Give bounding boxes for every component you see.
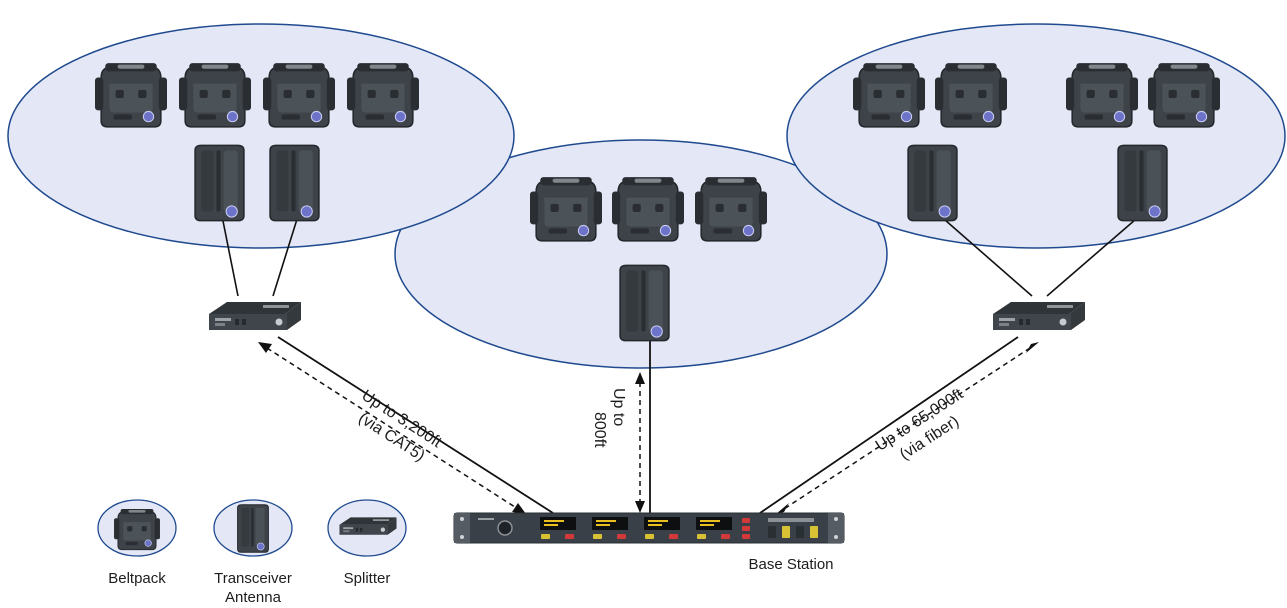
beltpack-icon: [179, 63, 251, 128]
antenna-cables: [221, 212, 1144, 297]
link-right: Up to 65,000ft (via fiber): [759, 336, 1039, 514]
arrowhead-icon: [258, 342, 272, 353]
channel-display: [592, 517, 628, 539]
arrowhead-icon: [635, 372, 645, 384]
channel-display: [696, 517, 732, 539]
legend-label-transceiver: Transceiver: [214, 570, 292, 587]
cable-line: [272, 215, 299, 297]
arrowhead-icon: [512, 503, 526, 514]
arrowhead-icon: [635, 501, 645, 513]
transceiver-antenna-icon: [907, 144, 958, 222]
legend-label-antenna: Antenna: [225, 589, 282, 606]
legend-label-beltpack: Beltpack: [108, 570, 166, 587]
channel-display: [540, 517, 576, 539]
beltpack-icon: [347, 63, 419, 128]
trunk-cable-line: [277, 336, 554, 514]
legend-item-splitter: Splitter: [327, 499, 407, 587]
beltpack-icon: [853, 63, 925, 128]
link-left: Up to 3,200ft (via CAT5): [258, 336, 554, 514]
transceiver-antenna-icon: [619, 264, 670, 342]
range-arrow-line: [783, 347, 1031, 510]
beltpack-icon: [263, 63, 335, 128]
splitter-icon: [993, 302, 1085, 330]
beltpack-icon: [935, 63, 1007, 128]
splitter-icon: [339, 517, 397, 535]
range-arrow-line: [266, 347, 519, 510]
arrowhead-icon: [776, 503, 789, 514]
beltpack-icon: [1066, 63, 1138, 128]
rack-base-station-icon: [453, 512, 845, 544]
legend-item-beltpack: Beltpack: [97, 499, 177, 587]
cable-line: [1046, 212, 1144, 297]
beltpack-icon: [95, 63, 167, 128]
legend: Beltpack Transceiver Antenna Splitter: [97, 499, 407, 606]
beltpack-icon: [530, 177, 602, 242]
trunk-cable-line: [759, 336, 1019, 514]
zone-left: [7, 23, 515, 249]
link-medium-label: 800ft: [591, 412, 608, 448]
link-distance-label: Up to: [610, 388, 627, 426]
coverage-ellipse: [786, 23, 1286, 249]
transceiver-antenna-icon: [1117, 144, 1168, 222]
arrowhead-icon: [1026, 342, 1039, 353]
beltpack-icon: [1148, 63, 1220, 128]
transceiver-antenna-icon: [237, 504, 269, 553]
zone-right: [786, 23, 1286, 249]
cable-line: [221, 215, 239, 297]
legend-item-transceiver-antenna: Transceiver Antenna: [213, 499, 293, 606]
splitter-icon: [209, 302, 301, 330]
transceiver-antenna-icon: [194, 144, 245, 222]
link-center: Up to 800ft: [591, 338, 651, 513]
base-station-label: Base Station: [748, 556, 833, 573]
legend-label-splitter: Splitter: [344, 570, 391, 587]
coverage-ellipse: [7, 23, 515, 249]
beltpack-icon: [695, 177, 767, 242]
cable-line: [936, 212, 1033, 297]
beltpack-icon: [114, 509, 160, 551]
beltpack-icon: [612, 177, 684, 242]
channel-display: [644, 517, 680, 539]
transceiver-antenna-icon: [269, 144, 320, 222]
